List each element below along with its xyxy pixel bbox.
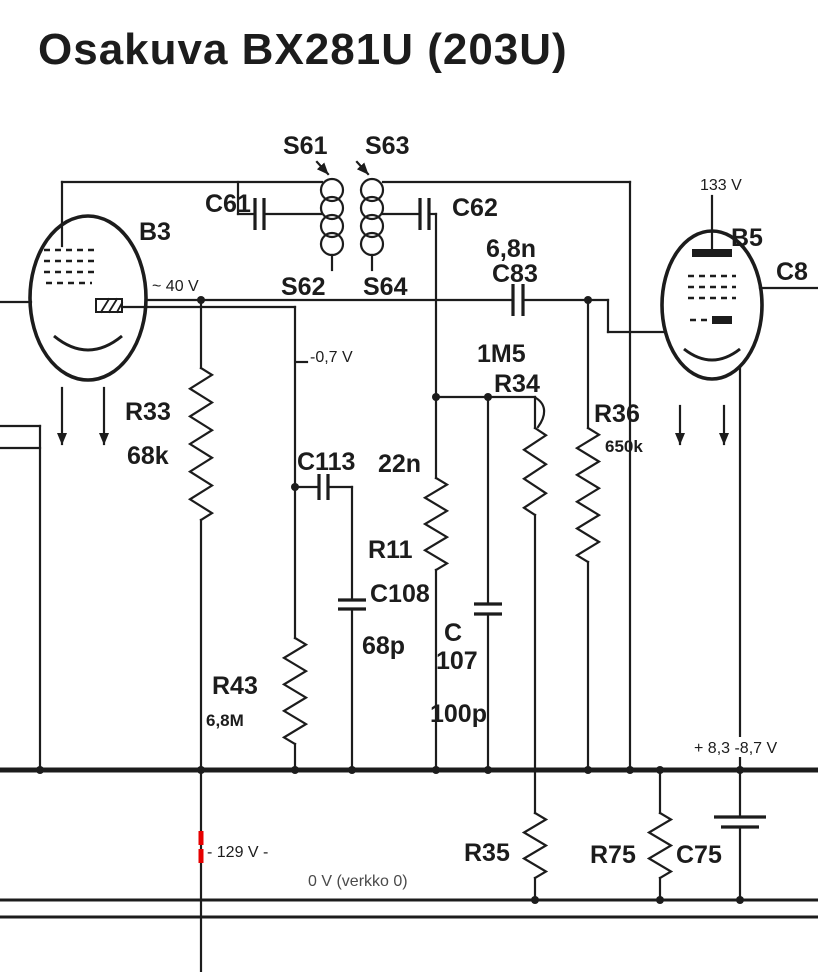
- labels: Osakuva BX281U (203U) S61 S63 C61 C62 B3…: [38, 25, 808, 869]
- label-s63: S63: [365, 132, 409, 160]
- label-c8-partial: C8: [776, 258, 808, 286]
- annotation-0v-verkko: 0 V (verkko 0): [308, 873, 408, 890]
- annotation-8v3: + 8,3 -8,7 V: [694, 740, 777, 757]
- resistor-r35-symbol: [521, 811, 549, 880]
- label-c108: C108: [370, 580, 430, 608]
- capacitor-c83-symbol: [511, 284, 525, 316]
- coil-arrow-icon: [355, 160, 370, 176]
- annotation-backdrop: [690, 737, 794, 757]
- label-c83-value: 6,8n: [486, 235, 536, 263]
- resistor-r34-symbol: [521, 426, 548, 517]
- label-b5: B5: [731, 224, 763, 252]
- resistor-r75-symbol: [646, 811, 674, 880]
- capacitor-c61-symbol: [253, 198, 266, 230]
- coil-s63-symbol: [359, 177, 385, 257]
- page-title: Osakuva BX281U (203U): [38, 25, 568, 74]
- capacitor-c108-symbol: [338, 598, 366, 611]
- coil-s61-symbol: [319, 177, 345, 257]
- label-c107-line2: 107: [436, 647, 478, 675]
- capacitor-c75-symbol: [714, 815, 766, 829]
- label-c61: C61: [205, 190, 251, 218]
- tube-b5-symbol: [660, 229, 764, 446]
- label-r36-value: 650k: [605, 437, 643, 456]
- annotations: 133 V ~ 40 V -0,7 V 650k 6,8M + 8,3 -8,7…: [152, 177, 794, 890]
- label-c107-value: 100p: [430, 700, 487, 728]
- label-r33: R33: [125, 398, 171, 426]
- label-c83: C83: [492, 260, 538, 288]
- capacitor-c107-symbol: [474, 602, 502, 616]
- capacitor-c113-symbol: [317, 474, 330, 500]
- label-r75: R75: [590, 841, 636, 869]
- label-c107-line1: C: [444, 619, 462, 647]
- label-c108-value: 68p: [362, 632, 405, 660]
- capacitor-c62-symbol: [418, 198, 431, 230]
- label-c75: C75: [676, 841, 722, 869]
- label-r35: R35: [464, 839, 510, 867]
- label-s64: S64: [363, 273, 408, 301]
- label-c62: C62: [452, 194, 498, 222]
- tube-b3-symbol: [28, 214, 148, 446]
- label-r36: R36: [594, 400, 640, 428]
- label-b3: B3: [139, 218, 171, 246]
- resistor-r43-symbol: [281, 636, 309, 746]
- junction-dots: [36, 296, 744, 904]
- label-c113-value: 22n: [378, 450, 421, 478]
- resistor-r33-symbol: [187, 366, 215, 522]
- label-r43: R43: [212, 672, 258, 700]
- resistor-r11-symbol: [422, 476, 450, 572]
- label-r43-value: 6,8M: [206, 711, 244, 730]
- wires: [0, 180, 818, 972]
- coil-arrow-icon: [315, 160, 330, 176]
- resistor-r36-symbol: [574, 426, 602, 564]
- bus-lines: [0, 767, 818, 919]
- label-c113: C113: [297, 448, 355, 476]
- annotation-129v: - 129 V -: [207, 844, 268, 861]
- label-s62: S62: [281, 273, 325, 301]
- if-transformer: [315, 160, 385, 257]
- label-r34: R34: [494, 370, 540, 398]
- annotation-133v: 133 V: [700, 177, 742, 194]
- resistors: [187, 366, 674, 880]
- annotation-0v7: -0,7 V: [310, 349, 353, 366]
- annotation-40v: ~ 40 V: [152, 278, 199, 295]
- label-s61: S61: [283, 132, 328, 160]
- label-r11: R11: [368, 536, 413, 564]
- label-r34-value: 1M5: [477, 340, 526, 368]
- label-r33-value: 68k: [127, 442, 169, 470]
